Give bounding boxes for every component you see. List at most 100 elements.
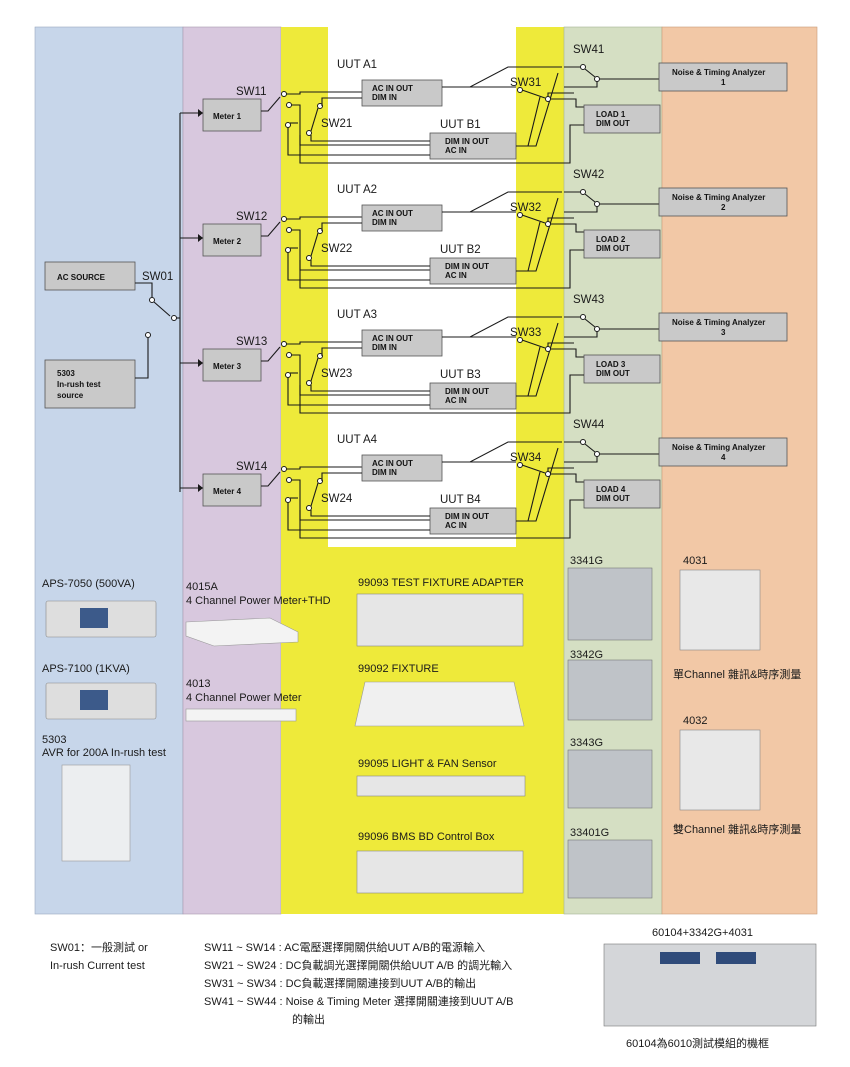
inrush-source-line2: In-rush test [57,380,101,389]
load-label-2: DIM OUT [596,494,630,503]
uut-a-line2: DIM IN [372,343,397,352]
uut-a-box [361,329,443,357]
ac-source-label: AC SOURCE [57,273,106,282]
analyzer-box [658,312,788,342]
load-box [583,104,661,134]
analyzer-box [658,187,788,217]
pm4013-image [185,708,297,722]
frame-caption: 60104為6010測試模組的機框 [626,1036,769,1050]
uut-b-label: UUT B3 [440,369,481,381]
uut-b-line1: DIM IN OUT [445,137,489,146]
load-box [583,354,661,384]
fx99096-label: 99096 BMS BD Control Box [358,831,495,843]
ld3343g-label: 3343G [570,737,603,749]
uut-b-box [429,257,517,285]
uut-a-line1: AC IN OUT [372,459,413,468]
meter-box [202,348,262,382]
ld3342g-image [567,659,653,721]
sw-dim-label: SW21 [321,118,352,130]
meter-label: Meter 3 [213,362,242,371]
uut-b-box [429,382,517,410]
avr5303-model: 5303 [42,734,66,746]
note-sw01-line1: SW01：一般測試 or [50,940,148,954]
arrow-icon [198,234,203,242]
uut-a-line1: AC IN OUT [372,334,413,343]
uut-b-box [429,507,517,535]
uut-b-label: UUT B2 [440,244,481,256]
source-section: AC SOURCE 5303 In-rush test source SW01 [44,113,181,492]
na4032-desc: 雙Channel 雜訊&時序測量 [673,822,801,836]
sw-meter-label: SW14 [236,461,268,473]
load-label-1: LOAD 4 [596,485,626,494]
sw-dim-label: SW22 [321,243,352,255]
uut-a-label: UUT A3 [337,309,377,321]
inrush-source-line3: source [57,391,84,400]
uut-b-line2: AC IN [445,396,467,405]
uut-b-label: UUT B1 [440,119,481,131]
load-label-1: LOAD 3 [596,360,626,369]
ld3341g-image [567,567,653,641]
note-sw4x-line2: 的輸出 [292,1012,325,1026]
ld3342g-label: 3342G [570,649,603,661]
fx99095-label: 99095 LIGHT & FAN Sensor [358,758,497,770]
analyzer-number: 1 [721,78,726,87]
pm4015a-desc: 4 Channel Power Meter+THD [186,595,331,607]
analyzer-label: Noise & Timing Analyzer [672,193,765,202]
sw-dim-label: SW24 [321,493,353,505]
load-box [583,229,661,259]
analyzer-label: Noise & Timing Analyzer [672,68,765,77]
ld33401g-image [567,839,653,899]
frame-image [603,943,817,1027]
uut-a-label: UUT A4 [337,434,378,446]
arrow-icon [198,359,203,367]
meter-box [202,223,262,257]
analyzer-label: Noise & Timing Analyzer [672,318,765,327]
uut-a-line1: AC IN OUT [372,209,413,218]
na4032-image [679,729,761,811]
sw-load-label: SW31 [510,77,541,89]
uut-b-line1: DIM IN OUT [445,387,489,396]
fx99092-image [354,681,525,727]
sw-noise-label: SW43 [573,294,604,306]
load-label-1: LOAD 1 [596,110,626,119]
ld33401g-label: 33401G [570,827,609,839]
fx99093-image [356,593,524,647]
sw-noise-label: SW42 [573,169,604,181]
aps7050-label: APS-7050 (500VA) [42,578,135,590]
product-catalog: APS-7050 (500VA) APS-7100 (1KVA) 5303 AV… [42,555,801,899]
analyzer-number: 2 [721,203,726,212]
arrow-icon [198,484,203,492]
fx99092-label: 99092 FIXTURE [358,663,439,675]
ld3343g-image [567,749,653,809]
notes: SW01：一般測試 or In-rush Current test SW11 ~… [50,927,817,1050]
sw-load-label: SW33 [510,327,541,339]
note-sw1x: SW11 ~ SW14 : AC電壓選擇開關供給UUT A/B的電源輸入 [204,940,485,954]
uut-b-line1: DIM IN OUT [445,512,489,521]
uut-a-line1: AC IN OUT [372,84,413,93]
uut-b-line2: AC IN [445,146,467,155]
uut-b-label: UUT B4 [440,494,481,506]
uut-a-line2: DIM IN [372,93,397,102]
load-label-2: DIM OUT [596,244,630,253]
sw-load-label: SW34 [510,452,542,464]
meter-label: Meter 4 [213,487,242,496]
analyzer-box [658,437,788,467]
note-sw2x: SW21 ~ SW24 : DC負載調光選擇開關供給UUT A/B 的調光輸入 [204,958,512,972]
meter-label: Meter 2 [213,237,242,246]
uut-b-line2: AC IN [445,271,467,280]
uut-a-label: UUT A1 [337,59,377,71]
ac-source-box [44,261,136,291]
load-label-2: DIM OUT [596,119,630,128]
na4031-image [679,569,761,651]
power-meter-band [182,26,282,915]
uut-b-line1: DIM IN OUT [445,262,489,271]
na4032-label: 4032 [683,715,707,727]
fx99095-image [356,775,526,797]
uut-a-box [361,79,443,107]
uut-b-line2: AC IN [445,521,467,530]
avr5303-desc: AVR for 200A In-rush test [42,747,166,759]
